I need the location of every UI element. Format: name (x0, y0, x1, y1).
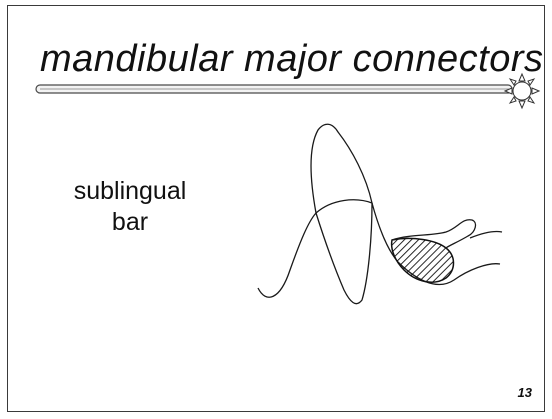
label-line-2: bar (111, 208, 149, 236)
tooth-root-outline (257, 202, 501, 305)
slide-title: mandibular major connectors (40, 38, 544, 80)
connector-label: sublingual bar (60, 176, 200, 238)
tongue-line (469, 230, 503, 239)
sun-icon (503, 72, 541, 110)
title-underline-bar (35, 84, 513, 94)
tongue-curve (391, 219, 477, 249)
tooth-crown-outline (310, 123, 373, 215)
page-number: 13 (517, 385, 532, 400)
label-line-1: sublingual (73, 177, 187, 205)
slide-frame (7, 5, 545, 412)
sublingual-bar-cross-section (390, 237, 455, 283)
